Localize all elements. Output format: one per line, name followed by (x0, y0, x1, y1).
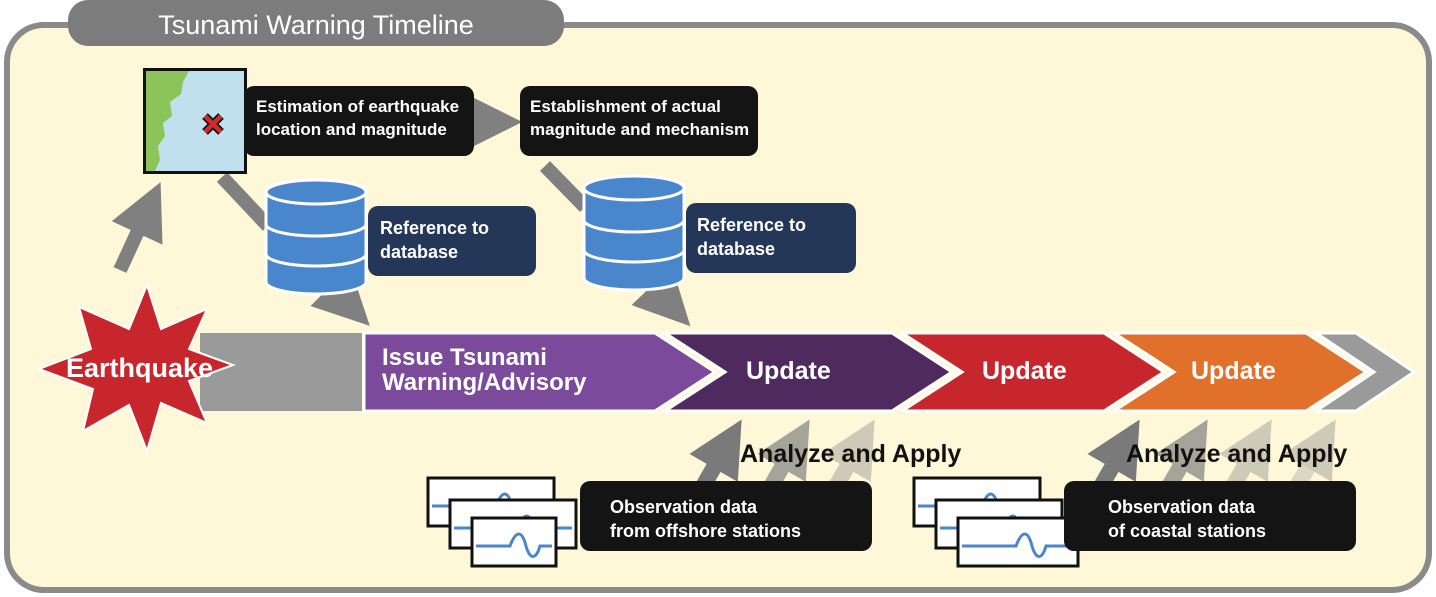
database-reference-1-line-2: database (380, 242, 459, 263)
issue-warning-line-2: Warning/Advisory (382, 369, 587, 396)
update-3-label: Update (1191, 357, 1276, 385)
earthquake-star-icon (36, 282, 236, 455)
update-2-label: Update (982, 357, 1067, 385)
database-icon (264, 178, 368, 296)
offshore-observation-line-2: from offshore stations (610, 521, 802, 542)
arrow-offshore-analyze-2 (757, 419, 810, 493)
timeline-end-chevron (1311, 331, 1417, 413)
database-reference-2-line-1: Reference to (697, 215, 807, 235)
diagram-title: Tsunami Warning Timeline (68, 0, 564, 46)
arrow-offshore-analyze-3 (822, 419, 875, 493)
arrow-map-to-db (216, 172, 274, 231)
timeline-update-3-segment (1108, 331, 1369, 413)
arrow-offshore-analyze-1 (689, 419, 742, 493)
map-icon (143, 68, 247, 174)
coastal-observation-line-2: of coastal stations (1108, 521, 1267, 542)
timeline-grey-segment (200, 333, 362, 411)
earthquake-label: Earthquake (66, 353, 214, 383)
estimation-step-box: Estimation of earthquake location and ma… (244, 86, 474, 156)
establishment-line-1: Establishment of actual (530, 97, 721, 116)
estimation-line-2: location and magnitude (256, 119, 447, 139)
database-reference-box-1: Reference to database (368, 206, 536, 276)
offshore-observation-box: Observation data from offshore stations (580, 481, 872, 551)
database-reference-1-line-1: Reference to (380, 218, 490, 238)
analyze-apply-label-2: Analyze and Apply (1126, 440, 1348, 468)
arrow-coastal-analyze-4 (1283, 419, 1336, 493)
establishment-line-2: magnitude and mechanism (530, 119, 750, 139)
offshore-observation-line-1: Observation data (610, 497, 758, 517)
database-reference-2-line-2: database (697, 239, 776, 260)
database-icon (582, 174, 686, 292)
arrow-coastal-analyze-2 (1155, 419, 1208, 493)
estimation-line-1: Estimation of earthquake (256, 97, 460, 116)
establishment-step-box: Establishment of actual magnitude and me… (520, 86, 758, 156)
seismogram-icon (912, 476, 1080, 568)
seismogram-icon (426, 476, 578, 568)
arrow-establishment-to-db (539, 161, 591, 212)
arrow-quake-to-map (111, 182, 163, 273)
timeline-bar (200, 331, 1417, 413)
timeline-update-1-segment (659, 331, 955, 413)
arrow-coastal-analyze-3 (1219, 419, 1272, 493)
arrow-coastal-analyze-1 (1087, 419, 1140, 493)
epicenter-x-icon (202, 113, 224, 135)
issue-warning-label: Issue Tsunami Warning/Advisory (382, 345, 586, 395)
issue-warning-line-1: Issue Tsunami (382, 344, 547, 371)
timeline-issue-segment (362, 331, 718, 413)
coastal-observation-line-1: Observation data (1108, 497, 1256, 517)
database-reference-box-2: Reference to database (686, 203, 856, 273)
analyze-apply-label-1: Analyze and Apply (740, 440, 962, 468)
timeline-update-2-segment (896, 331, 1167, 413)
update-1-label: Update (746, 357, 831, 385)
coastal-observation-box: Observation data of coastal stations (1064, 481, 1356, 551)
